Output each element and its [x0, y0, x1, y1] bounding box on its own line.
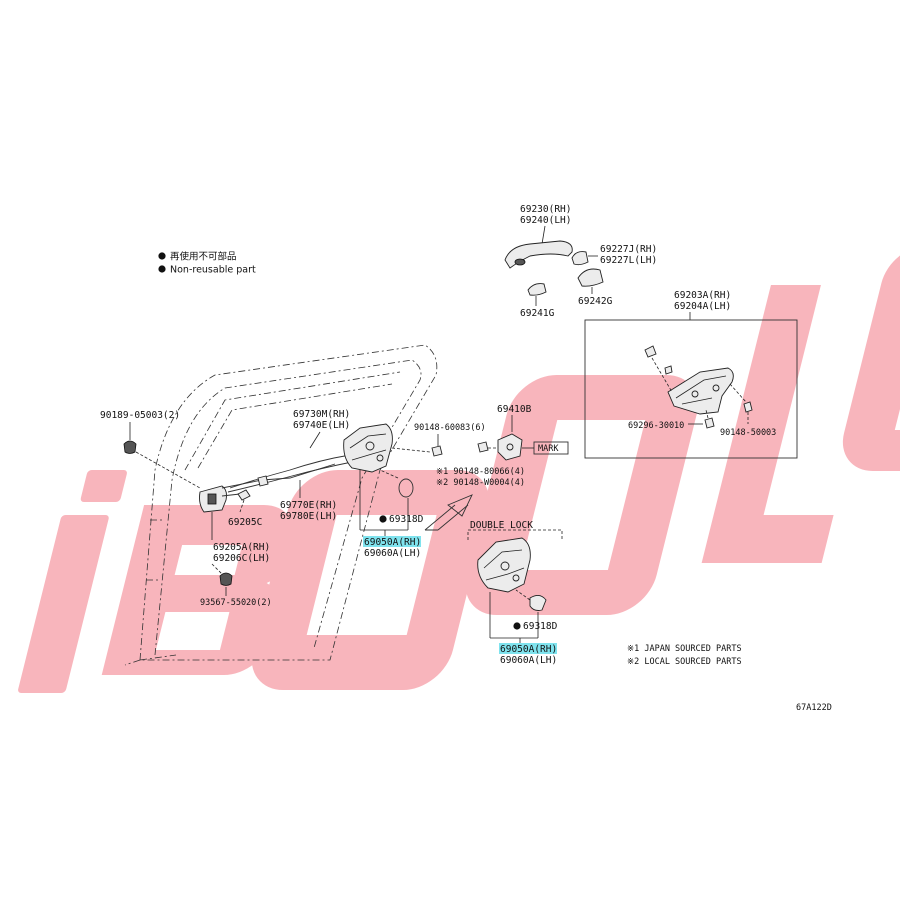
callout-69060a-lh-upper: 69060A(LH) [364, 548, 421, 559]
inner-handle-group: 69205C 69770E(RH) 69780E(LH) 69205A(RH) … [199, 463, 337, 608]
non-reusable-bullet-icon [158, 252, 166, 260]
callout-69050a-rh-lower: 69050A(RH) [500, 644, 557, 655]
callout-90148-60083: 90148-60083(6) [414, 423, 486, 433]
callout-69241g: 69241G [520, 308, 555, 319]
callout-69780e-lh: 69780E(LH) [280, 511, 337, 522]
clip-90189-group: 90189-05003(2) [100, 410, 201, 489]
watermark-logo: iBooLo [18, 245, 900, 693]
lock-seal [398, 478, 414, 498]
pad-69242g [577, 268, 604, 287]
highlight-69050a-upper [363, 536, 421, 547]
screw-50003 [743, 401, 753, 413]
cable-group: 69730M(RH) 69740E(LH) [227, 409, 353, 493]
outside-handle-group: 69230(RH) 69240(LH) 69227J(RH) 69227L(LH… [504, 204, 657, 319]
non-reusable-bullet-icon [158, 265, 166, 273]
outside-handle [504, 240, 573, 269]
callout-90148-80066: ※1 90148-80066(4) [436, 467, 525, 477]
callout-69204a-lh: 69204A(LH) [674, 301, 731, 312]
lock-seal-lower [529, 595, 547, 611]
callout-69206c-lh: 69206C(LH) [213, 553, 270, 564]
callout-69230-rh: 69230(RH) [520, 204, 571, 215]
callout-69227l-lh: 69227L(LH) [600, 255, 657, 266]
pad-69241g [527, 283, 547, 296]
door-outline [124, 344, 438, 666]
double-lock-label: DOUBLE LOCK [470, 520, 533, 531]
legend-en: Non-reusable part [170, 265, 256, 276]
mark-label: MARK [538, 444, 559, 454]
screw-93567 [219, 572, 233, 586]
lock-cable [229, 454, 351, 489]
legend: 再使用不可部品 Non-reusable part [158, 251, 256, 276]
non-reusable-marker-icon [379, 515, 387, 523]
callout-69205c: 69205C [228, 517, 262, 528]
callout-69296-30010: 69296-30010 [628, 421, 684, 431]
non-reusable-marker-icon [513, 622, 521, 630]
legend-jp: 再使用不可部品 [170, 251, 237, 263]
callout-69060a-lh-lower: 69060A(LH) [500, 655, 557, 666]
callout-69318d-upper: 69318D [389, 514, 424, 525]
screw-80066 [477, 441, 489, 453]
footnote-local: ※2 LOCAL SOURCED PARTS [627, 657, 742, 667]
callout-69730m-rh: 69730M(RH) [293, 409, 350, 420]
callout-93567-55020: 93567-55020(2) [200, 598, 272, 608]
screw-30010 [704, 417, 715, 429]
callout-69242g: 69242G [578, 296, 613, 307]
view-arrow-icon [447, 494, 473, 517]
callout-90189-05003: 90189-05003(2) [100, 410, 180, 421]
highlight-69050a-lower [499, 643, 557, 654]
inner-rod [221, 463, 336, 489]
callout-69240-lh: 69240(LH) [520, 215, 571, 226]
callout-69770e-rh: 69770E(RH) [280, 500, 337, 511]
callout-69318d-lower: 69318D [523, 621, 558, 632]
frame-clip [644, 345, 657, 358]
handle-cover [571, 251, 589, 266]
screw-60083 [431, 445, 443, 457]
callout-69050a-rh-upper: 69050A(RH) [364, 537, 421, 548]
footnote-japan: ※1 JAPAN SOURCED PARTS [627, 644, 742, 654]
handle-frame-group: 69203A(RH) 69204A(LH) 90148-50003 69296-… [584, 290, 798, 459]
clip-69205c [237, 489, 251, 501]
callout-69740e-lh: 69740E(LH) [293, 420, 350, 431]
callout-69205a-rh: 69205A(RH) [213, 542, 270, 553]
clip-90189 [123, 440, 137, 454]
diagram-code: 67A122D [796, 703, 832, 713]
frame-detail-box [584, 319, 798, 459]
callout-90148-50003: 90148-50003 [720, 428, 776, 438]
callout-69227j-rh: 69227J(RH) [600, 244, 657, 255]
upper-lock-group: 90148-60083(6) 69318D 69050A(RH) 69060A(… [343, 423, 486, 559]
lower-lock-group: DOUBLE LOCK 69318D 69050A(RH) 69060A(LH) [467, 520, 563, 666]
striker-group: 69410B MARK ※1 90148-80066(4) ※2 90148-W… [436, 404, 569, 488]
callout-69410b: 69410B [497, 404, 532, 415]
callout-90148-w0004: ※2 90148-W0004(4) [436, 478, 525, 488]
callout-69203a-rh: 69203A(RH) [674, 290, 731, 301]
footnotes: ※1 JAPAN SOURCED PARTS ※2 LOCAL SOURCED … [627, 644, 742, 667]
handle-frame [667, 367, 734, 415]
